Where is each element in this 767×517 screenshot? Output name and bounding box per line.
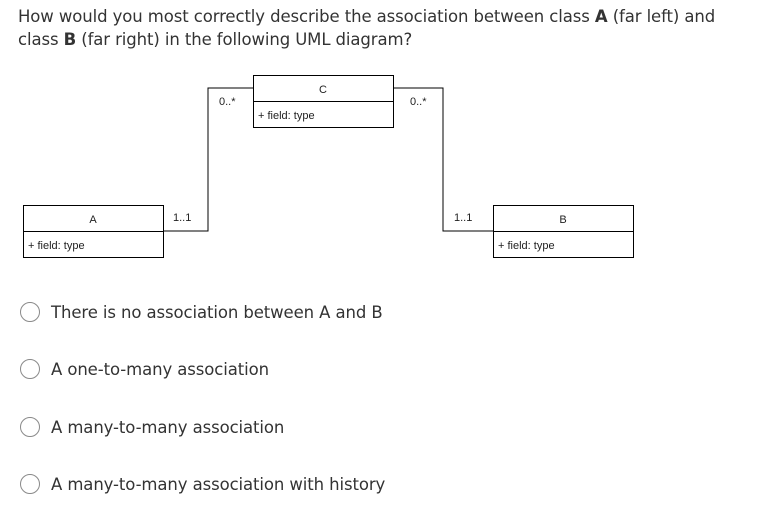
association-line-a-c [164, 87, 253, 232]
radio-button[interactable] [20, 302, 40, 322]
radio-button[interactable] [20, 417, 40, 437]
multiplicity-b-end: 1..1 [454, 212, 472, 224]
radio-button[interactable] [20, 474, 40, 494]
answer-option-one-to-many[interactable]: A one-to-many association [20, 359, 269, 379]
question-text: How would you most correctly describe th… [18, 5, 758, 51]
multiplicity-a-end: 1..1 [173, 212, 191, 224]
answer-option-many-to-many[interactable]: A many-to-many association [20, 417, 284, 437]
question-part-2: (far left) and class [18, 7, 716, 49]
answer-option-label: A many-to-many association with history [51, 474, 386, 494]
question-class-b: B [63, 30, 77, 49]
class-b-box: B + field: type [493, 205, 634, 258]
class-a-field: + field: type [28, 240, 85, 252]
class-b-field: + field: type [498, 240, 555, 252]
answer-option-many-to-many-history[interactable]: A many-to-many association with history [20, 474, 385, 494]
association-line-c-b [393, 87, 493, 232]
answer-option-label: A one-to-many association [51, 359, 269, 379]
multiplicity-c-right: 0..* [410, 96, 427, 108]
uml-diagram: C + field: type A + field: type B + fiel… [23, 75, 634, 258]
answer-option-no-association[interactable]: There is no association between A and B [20, 302, 383, 322]
answer-option-label: A many-to-many association [51, 417, 285, 437]
class-c-field: + field: type [258, 110, 315, 122]
question-part-3: (far right) in the following UML diagram… [76, 30, 413, 49]
class-c-name: C [319, 84, 327, 96]
question-class-a: A [594, 7, 608, 26]
class-a-box: A + field: type [23, 205, 164, 258]
class-b-name: B [559, 214, 566, 226]
answer-option-label: There is no association between A and B [51, 302, 383, 322]
class-a-name: A [89, 214, 97, 226]
multiplicity-c-left: 0..* [219, 96, 236, 108]
question-part-1: How would you most correctly describe th… [18, 7, 595, 26]
radio-button[interactable] [20, 359, 40, 379]
class-c-box: C + field: type [253, 75, 394, 128]
